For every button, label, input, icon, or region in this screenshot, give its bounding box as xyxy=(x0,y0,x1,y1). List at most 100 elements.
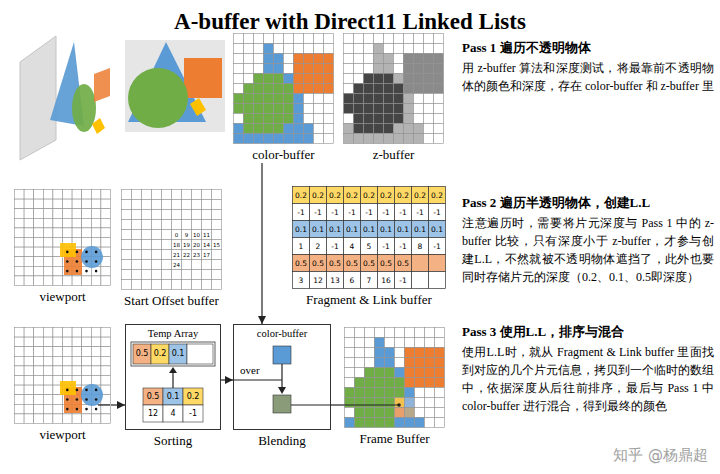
pixel-cell xyxy=(404,84,414,94)
pixel-cell xyxy=(192,270,202,280)
pixel-cell xyxy=(384,94,394,104)
table-grid xyxy=(293,187,446,289)
pixel-cell xyxy=(385,408,395,418)
pixel-cell xyxy=(434,64,444,74)
pixel-cell xyxy=(202,250,212,260)
buffer-value: -1 xyxy=(361,204,378,221)
pixel-cell xyxy=(434,44,444,54)
pixel-cell xyxy=(274,64,284,74)
pixel-cell xyxy=(15,404,25,414)
pass-heading: Pass 2 遍历半透明物体，创建L.L xyxy=(462,195,712,211)
pixel-cell xyxy=(385,348,395,358)
buffer-value: 0.2 xyxy=(395,187,412,204)
pixel-cell xyxy=(374,94,384,104)
pixel-cell xyxy=(34,247,44,257)
pixel-cell xyxy=(72,228,82,238)
table-cell-box xyxy=(378,238,395,255)
node-graphic xyxy=(233,33,334,144)
pixel-cell xyxy=(404,134,414,144)
pixel-cell xyxy=(172,250,182,260)
pixel-cell xyxy=(374,54,384,64)
pixel-cell xyxy=(91,366,101,376)
temp-array-outline xyxy=(131,342,215,366)
pixel-cell xyxy=(91,276,101,286)
pixel-cell xyxy=(91,337,101,347)
buffer-value: -1 xyxy=(395,204,412,221)
pixel-cell xyxy=(34,266,44,276)
pixel-cell xyxy=(394,44,404,54)
pixel-cell xyxy=(415,378,425,388)
pixel-cell xyxy=(53,347,63,357)
pixel-cell xyxy=(284,134,294,144)
pixel-cell xyxy=(304,94,314,104)
buffer-value: 0.5 xyxy=(143,388,163,405)
buffer-value: 13 xyxy=(327,272,344,289)
pixel-cell xyxy=(274,34,284,44)
pixel-cell xyxy=(172,220,182,230)
table-cell-box xyxy=(378,204,395,221)
pixel-cell xyxy=(345,348,355,358)
pixel-cell xyxy=(234,124,244,134)
table-cell-box xyxy=(293,204,310,221)
pixel-cell xyxy=(182,280,192,290)
buffer-value: 0.1 xyxy=(344,221,361,238)
pass-description: 注意遍历时，需要将片元深度与 Pass 1 中的 z-buffer 比较，只有深… xyxy=(462,214,714,286)
table-cell-box xyxy=(412,272,429,289)
buffer-value: 0.5 xyxy=(293,255,310,272)
temp-array-slot xyxy=(151,344,169,364)
pixel-cell xyxy=(374,64,384,74)
pixel-cell xyxy=(355,378,365,388)
table-cell-box xyxy=(344,204,361,221)
pixel-cell xyxy=(53,404,63,414)
pixel-cell xyxy=(394,94,404,104)
fragment-slot xyxy=(143,388,163,405)
pixel-cell xyxy=(254,54,264,64)
buffer-value: 0.1 xyxy=(395,221,412,238)
copy-arrow xyxy=(172,373,173,388)
buffer-caption: color-buffer xyxy=(252,147,314,162)
table-cell-box xyxy=(395,255,412,272)
pixel-cell xyxy=(182,260,192,270)
buffer-value: -1 xyxy=(395,238,412,255)
pixel-cell xyxy=(122,190,132,200)
pixel-cell xyxy=(434,134,444,144)
pixel-cell xyxy=(24,257,34,267)
buffer-value: 0.2 xyxy=(183,388,203,405)
buffer-value: 17 xyxy=(202,250,212,260)
pixel-cell xyxy=(374,34,384,44)
pixel-cell xyxy=(365,388,375,398)
pixel-cell xyxy=(43,238,53,248)
fragment-diamond xyxy=(60,381,76,395)
pixel-cell xyxy=(212,230,222,240)
sample-dot xyxy=(66,398,69,401)
pixel-cell xyxy=(284,124,294,134)
pixel-cell xyxy=(344,134,354,144)
pixel-cell xyxy=(355,368,365,378)
pixel-cell xyxy=(34,218,44,228)
pixel-cell xyxy=(405,388,415,398)
table-cell-box xyxy=(395,238,412,255)
pixel-cell xyxy=(324,134,334,144)
pixel-cell xyxy=(182,210,192,220)
pixel-cell xyxy=(24,376,34,386)
buffer-value: 0.5 xyxy=(378,255,395,272)
pixel-cell xyxy=(202,230,212,240)
table-cell-box xyxy=(361,221,378,238)
sample-dot xyxy=(95,251,98,254)
buffer-value: 20 xyxy=(192,240,202,250)
table-cell-box xyxy=(412,187,429,204)
table-cell-box xyxy=(327,238,344,255)
pixel-cell xyxy=(142,240,152,250)
pixel-cell xyxy=(34,228,44,238)
pixel-cell xyxy=(43,190,53,200)
pixel-cell xyxy=(244,34,254,44)
pixel-cell xyxy=(274,54,284,64)
pixel-cell xyxy=(365,398,375,408)
flow-connector xyxy=(221,379,233,380)
pixel-cell xyxy=(202,280,212,290)
pixel-cell xyxy=(72,209,82,219)
pixel-cell xyxy=(82,190,92,200)
pixel-cell xyxy=(244,64,254,74)
pixel-cell xyxy=(192,200,202,210)
pixel-cell xyxy=(365,328,375,338)
